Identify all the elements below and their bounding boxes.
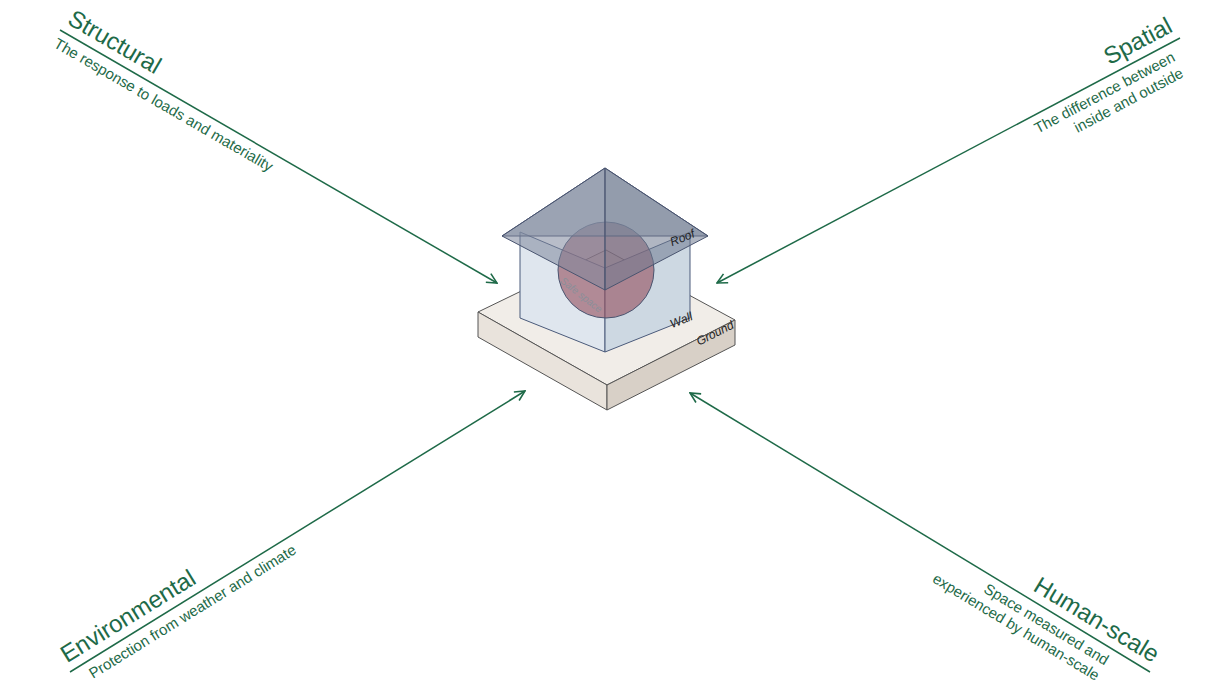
spatial-arrow bbox=[717, 38, 1180, 283]
category-description: Protection from weather and climate bbox=[86, 509, 351, 682]
category-description: The response to loads and materiality bbox=[51, 34, 337, 210]
roof-left bbox=[502, 168, 605, 290]
environmental-arrow bbox=[70, 391, 525, 672]
roof-right bbox=[605, 168, 708, 290]
category-description: The difference between inside and outsid… bbox=[1017, 48, 1186, 160]
human-scale-arrow bbox=[690, 393, 1150, 672]
structural-arrow bbox=[60, 30, 497, 283]
